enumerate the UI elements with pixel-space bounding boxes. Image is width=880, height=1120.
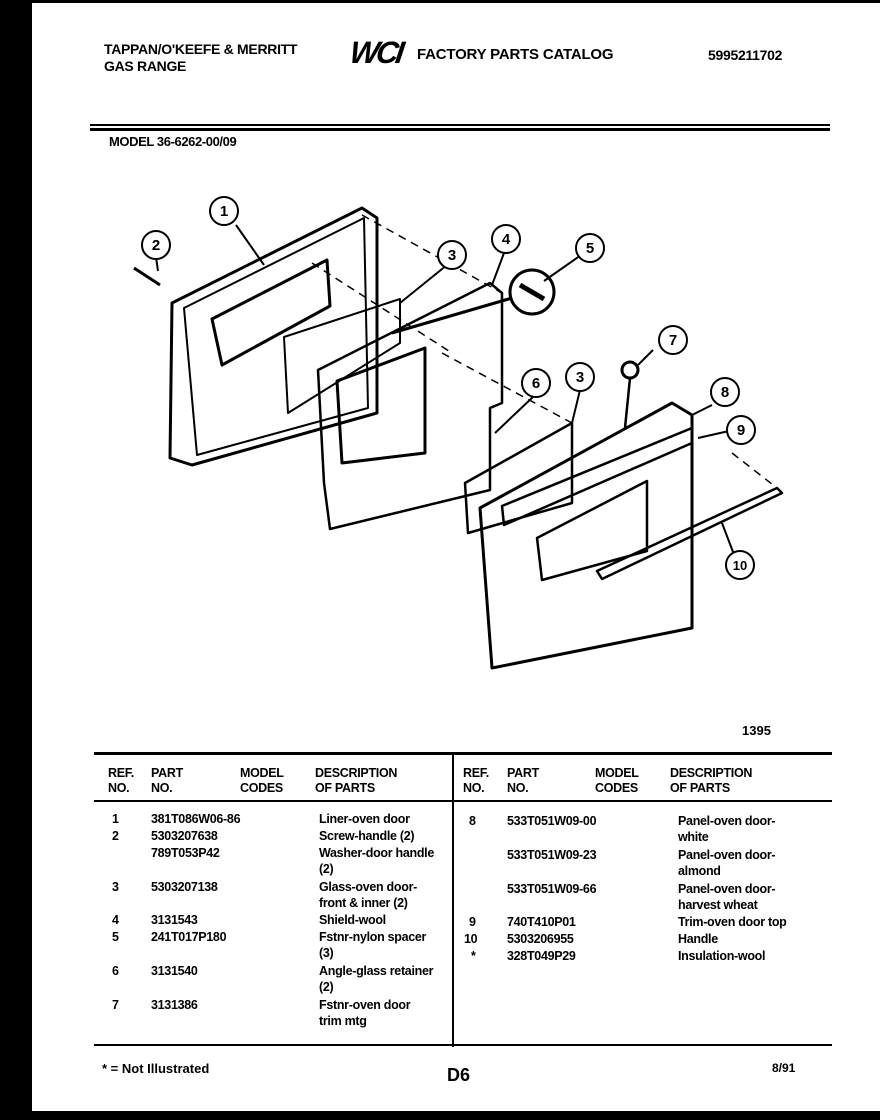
- callout-3b: 3: [565, 362, 595, 392]
- svg-text:2: 2: [152, 237, 160, 254]
- model-number: MODEL 36-6262-00/09: [109, 134, 237, 149]
- callout-2: 2: [141, 230, 171, 260]
- catalog-date: 8/91: [772, 1061, 796, 1075]
- svg-text:10: 10: [733, 558, 747, 573]
- not-illustrated-note: * = Not Illustrated: [102, 1061, 210, 1076]
- catalog-page: TAPPAN/O'KEEFE & MERRITT GAS RANGE WCI F…: [32, 3, 880, 1111]
- brand-title: TAPPAN/O'KEEFE & MERRITT GAS RANGE: [104, 41, 297, 75]
- table-column-divider: [452, 752, 454, 1047]
- callout-8: 8: [710, 377, 740, 407]
- header-ref-no: REF.NO.: [108, 766, 134, 795]
- callout-4: 4: [491, 224, 521, 254]
- svg-text:3: 3: [576, 369, 584, 386]
- exploded-parts-diagram: 1 2 3 4 5 3 6 7 8 9 10: [133, 196, 784, 670]
- callout-7: 7: [658, 325, 688, 355]
- callout-6: 6: [521, 368, 551, 398]
- svg-text:8: 8: [721, 384, 729, 401]
- callout-3: 3: [437, 240, 467, 270]
- header-rule: [90, 124, 830, 126]
- page-id: D6: [447, 1065, 471, 1085]
- header-rule-thick: [90, 128, 830, 131]
- table-bottom-rule: [94, 1044, 832, 1046]
- svg-text:4: 4: [502, 231, 511, 248]
- svg-text:5: 5: [586, 240, 594, 257]
- brand-line-1: TAPPAN/O'KEEFE & MERRITT: [104, 41, 298, 57]
- table-top-rule: [94, 752, 832, 755]
- svg-text:9: 9: [737, 422, 745, 439]
- catalog-title: FACTORY PARTS CATALOG: [417, 46, 614, 63]
- figure-number: 1395: [742, 723, 771, 738]
- table-header-rule: [94, 800, 832, 802]
- header-ref-no-right: REF.NO.: [463, 766, 489, 795]
- brand-line-2: GAS RANGE: [104, 58, 187, 74]
- callout-10: 10: [725, 550, 755, 580]
- callout-1: 1: [209, 196, 239, 226]
- svg-text:1: 1: [220, 203, 228, 220]
- svg-text:7: 7: [669, 332, 677, 349]
- callout-5: 5: [575, 233, 605, 263]
- svg-text:6: 6: [532, 375, 540, 392]
- svg-text:3: 3: [448, 247, 456, 264]
- callout-9: 9: [726, 415, 756, 445]
- document-number: 5995211702: [708, 47, 783, 63]
